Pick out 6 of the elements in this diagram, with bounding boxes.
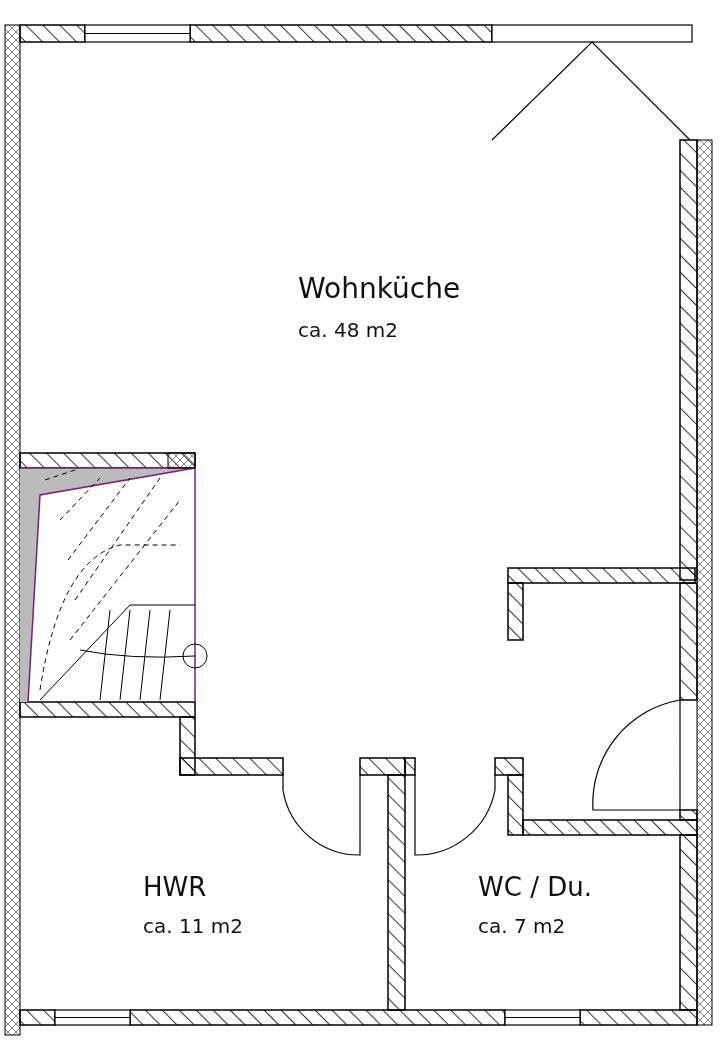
- room-area: ca. 11 m2: [143, 914, 243, 938]
- room-name: HWR: [143, 872, 207, 904]
- room-name: WC / Du.: [478, 872, 592, 904]
- room-name: Wohnküche: [298, 272, 461, 306]
- room-area: ca. 7 m2: [478, 914, 566, 938]
- room-area: ca. 48 m2: [298, 318, 398, 342]
